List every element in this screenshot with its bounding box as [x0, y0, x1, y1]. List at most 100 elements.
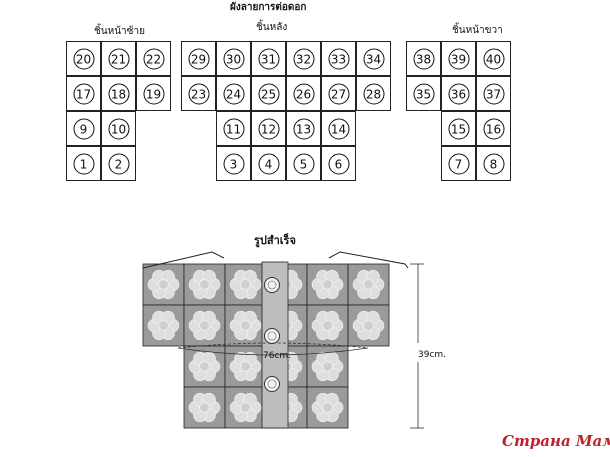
left-shoulder-line — [142, 251, 225, 269]
flower-motif — [311, 351, 344, 382]
motif-cell: 22 — [136, 41, 171, 76]
motif-cell: 15 — [441, 111, 476, 146]
motif-number: 21 — [108, 48, 129, 69]
motif-number: 5 — [293, 153, 314, 174]
motif-number: 11 — [223, 118, 244, 139]
motif-number: 26 — [293, 83, 314, 104]
motif-cell: 20 — [66, 41, 101, 76]
motif-number: 22 — [143, 48, 164, 69]
motif-number: 39 — [448, 48, 469, 69]
flower-motif — [311, 310, 344, 341]
motif-number: 4 — [258, 153, 279, 174]
motif-cell: 23 — [181, 76, 216, 111]
motif-cell: 19 — [136, 76, 171, 111]
motif-number: 2 — [108, 153, 129, 174]
motif-cell: 14 — [321, 111, 356, 146]
motif-cell: 36 — [441, 76, 476, 111]
motif-cell: 34 — [356, 41, 391, 76]
flower-motif — [188, 310, 221, 341]
back-label: ชิ้นหลัง — [256, 22, 288, 33]
button-rim — [267, 280, 277, 290]
motif-number: 20 — [73, 48, 94, 69]
flower-motif — [229, 269, 262, 300]
motif-number: 34 — [363, 48, 384, 69]
motif-cell: 37 — [476, 76, 511, 111]
left-front-label: ชิ้นหน้าซ้าย — [94, 26, 145, 37]
motif-number: 10 — [108, 118, 129, 139]
motif-cell: 32 — [286, 41, 321, 76]
motif-cell: 27 — [321, 76, 356, 111]
button — [264, 277, 280, 293]
motif-cell: 25 — [251, 76, 286, 111]
motif-cell: 6 — [321, 146, 356, 181]
button-rim — [267, 331, 277, 341]
layout-title: ผังลายการต่อดอก — [230, 2, 307, 13]
motif-cell: 31 — [251, 41, 286, 76]
motif-number: 36 — [448, 83, 469, 104]
button — [264, 376, 280, 392]
motif-cell: 21 — [101, 41, 136, 76]
motif-number: 31 — [258, 48, 279, 69]
motif-cell: 35 — [406, 76, 441, 111]
motif-number: 35 — [413, 83, 434, 104]
motif-number: 7 — [448, 153, 469, 174]
motif-cell: 38 — [406, 41, 441, 76]
motif-number: 19 — [143, 83, 164, 104]
watermark-logo: Страна Мам — [502, 432, 610, 450]
motif-number: 18 — [108, 83, 129, 104]
motif-number: 17 — [73, 83, 94, 104]
motif-number: 15 — [448, 118, 469, 139]
motif-cell: 29 — [181, 41, 216, 76]
flower-motif — [311, 269, 344, 300]
finished-title: รูปสำเร็จ — [254, 234, 296, 247]
motif-number: 9 — [73, 118, 94, 139]
motif-cell: 12 — [251, 111, 286, 146]
motif-number: 1 — [73, 153, 94, 174]
motif-number: 3 — [223, 153, 244, 174]
motif-cell: 17 — [66, 76, 101, 111]
right-front-label: ชิ้นหน้าขวา — [452, 25, 503, 36]
motif-number: 25 — [258, 83, 279, 104]
width-measure: 76cm. — [263, 351, 292, 361]
motif-number: 38 — [413, 48, 434, 69]
motif-number: 23 — [188, 83, 209, 104]
motif-cell: 16 — [476, 111, 511, 146]
motif-number: 28 — [363, 83, 384, 104]
motif-cell: 26 — [286, 76, 321, 111]
button — [264, 328, 280, 344]
flower-motif — [229, 392, 262, 423]
motif-number: 37 — [483, 83, 504, 104]
motif-number: 32 — [293, 48, 314, 69]
width-measure-arc-top — [177, 342, 369, 349]
motif-cell: 39 — [441, 41, 476, 76]
motif-cell: 7 — [441, 146, 476, 181]
motif-cell: 10 — [101, 111, 136, 146]
button-rim — [267, 379, 277, 389]
flower-motif — [147, 269, 180, 300]
motif-number: 30 — [223, 48, 244, 69]
motif-number: 24 — [223, 83, 244, 104]
motif-number: 8 — [483, 153, 504, 174]
flower-motif — [311, 392, 344, 423]
motif-number: 6 — [328, 153, 349, 174]
motif-number: 13 — [293, 118, 314, 139]
motif-cell: 11 — [216, 111, 251, 146]
height-measure: 39cm. — [418, 350, 447, 360]
motif-cell: 3 — [216, 146, 251, 181]
right-shoulder-line — [328, 251, 409, 269]
motif-number: 12 — [258, 118, 279, 139]
flower-motif — [229, 310, 262, 341]
motif-cell: 4 — [251, 146, 286, 181]
motif-number: 16 — [483, 118, 504, 139]
motif-cell: 13 — [286, 111, 321, 146]
width-measure-arc-bottom — [177, 347, 369, 356]
motif-number: 14 — [328, 118, 349, 139]
motif-cell: 5 — [286, 146, 321, 181]
motif-cell: 1 — [66, 146, 101, 181]
flower-motif — [188, 392, 221, 423]
motif-cell: 8 — [476, 146, 511, 181]
flower-motif — [352, 310, 385, 341]
motif-cell: 24 — [216, 76, 251, 111]
motif-cell: 2 — [101, 146, 136, 181]
